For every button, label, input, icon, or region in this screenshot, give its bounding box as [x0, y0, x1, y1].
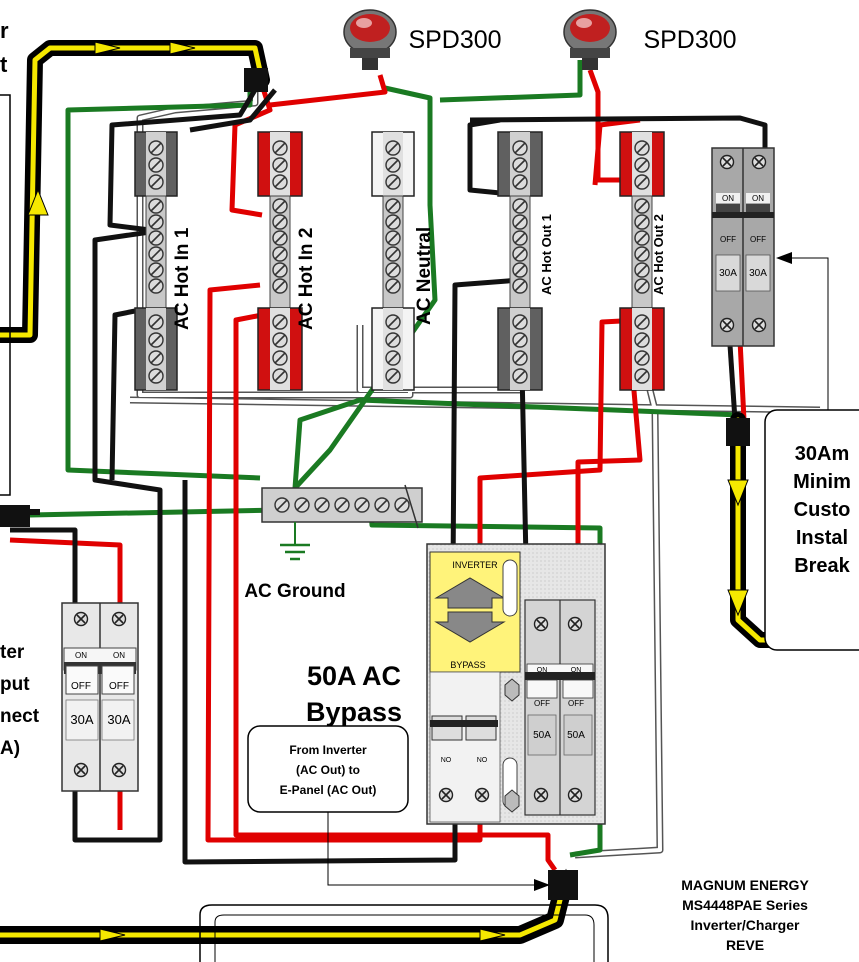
- breaker-right-rating-left: 30A: [719, 268, 737, 279]
- callout-right-line-1: 30Am: [795, 443, 849, 465]
- breaker-right-rating-right: 30A: [749, 268, 767, 279]
- label-ac-neutral: AC Neutral: [414, 227, 435, 325]
- label-ac-ground: AC Ground: [244, 581, 345, 602]
- cable-top-left: [0, 40, 270, 343]
- bypass-inverter-label: INVERTER: [452, 560, 498, 570]
- bypass-bypass-label: BYPASS: [450, 660, 485, 670]
- breaker-left-on-right: ON: [113, 651, 125, 660]
- bypass-title-line-2: Bypass: [306, 697, 402, 727]
- label-ac-hot-in-2: AC Hot In 2: [296, 228, 317, 330]
- bypass-on-left: ON: [537, 667, 548, 674]
- callout-right-line-3: Custo: [794, 499, 851, 521]
- bypass-rating-right: 50A: [567, 730, 585, 741]
- brand-line-2: MS4448PAE Series: [682, 897, 808, 913]
- cable-bottom: [0, 871, 574, 944]
- callout-inverter-pointer: [327, 812, 535, 886]
- breaker-30a-right: [711, 147, 775, 347]
- bypass-on-right: ON: [571, 667, 582, 674]
- brand-line-1: MAGNUM ENERGY: [681, 877, 809, 893]
- callout-inverter-line-1: From Inverter: [289, 743, 367, 757]
- breaker-left-rating-right: 30A: [107, 712, 130, 727]
- callout-right-line-5: Break: [794, 555, 850, 577]
- bypass-no-right: NO: [477, 757, 488, 764]
- inverter-body-inner: [214, 914, 595, 962]
- breaker-right-on-right: ON: [752, 194, 764, 203]
- breaker-left-on-left: ON: [75, 651, 87, 660]
- breaker-right-on-left: ON: [722, 194, 734, 203]
- label-ac-hot-out-2: AC Hot Out 2: [651, 214, 666, 295]
- ground-bar: [261, 484, 423, 561]
- bus-bar-hot-out-2: [619, 131, 665, 391]
- inverter-body: [199, 904, 609, 962]
- callout-inverter-line-2: (AC Out) to: [296, 763, 360, 777]
- breaker-left-off-right: OFF: [109, 681, 129, 692]
- hot1-wires: [10, 83, 768, 865]
- top-left-fragment-1: r: [0, 18, 9, 43]
- bus-bar-neutral: [371, 131, 415, 391]
- spd300-label-2: SPD300: [643, 26, 736, 54]
- callout-right-line-2: Minim: [793, 471, 851, 493]
- breaker-30a-left: [61, 602, 139, 792]
- bus-bar-hot-out-1: [497, 131, 543, 391]
- callout-inverter-line-3: E-Panel (AC Out): [280, 783, 377, 797]
- left-caption-line-3: nect: [0, 706, 40, 727]
- top-left-fragment-2: t: [0, 52, 8, 77]
- label-ac-hot-in-1: AC Hot In 1: [172, 227, 193, 330]
- bypass-off-right: OFF: [568, 699, 584, 708]
- pointer-line-right: [790, 257, 829, 410]
- spd300-device-1: [343, 9, 397, 70]
- left-caption-line-4: A): [0, 738, 20, 759]
- callout-right-line-4: Instal: [796, 527, 848, 549]
- left-caption-line-1: ter: [0, 642, 25, 663]
- bus-bar-hot-in-2: [257, 131, 303, 391]
- bypass-off-left: OFF: [534, 699, 550, 708]
- bus-bar-hot-in-1: [134, 131, 178, 391]
- bypass-no-left: NO: [441, 757, 452, 764]
- brand-line-4: REVE: [726, 937, 764, 953]
- label-ac-hot-out-1: AC Hot Out 1: [539, 214, 554, 295]
- spd300-label-1: SPD300: [408, 26, 501, 54]
- breaker-left-off-left: OFF: [71, 681, 91, 692]
- bypass-panel: [426, 543, 606, 825]
- breaker-left-rating-left: 30A: [70, 712, 93, 727]
- callout-right-box: [764, 409, 859, 651]
- brand-line-3: Inverter/Charger: [691, 917, 800, 933]
- bypass-title-line-1: 50A AC: [307, 661, 401, 691]
- breaker-right-off-right: OFF: [750, 235, 766, 244]
- breaker-right-off-left: OFF: [720, 235, 736, 244]
- left-caption-line-2: put: [0, 674, 30, 695]
- spd300-device-2: [563, 9, 617, 70]
- bypass-rating-left: 50A: [533, 730, 551, 741]
- left-panel-edge: [0, 94, 11, 496]
